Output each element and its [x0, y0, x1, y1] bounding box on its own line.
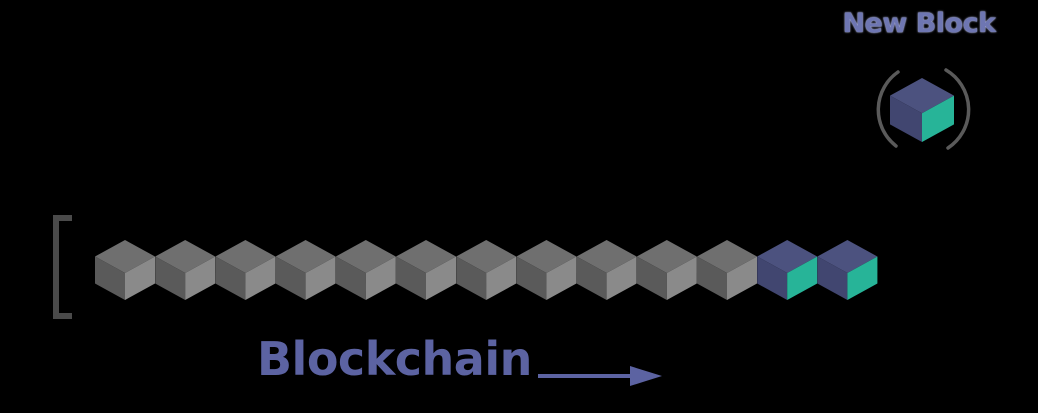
new-block-label: New Block [828, 8, 1010, 39]
chain-block-new [817, 240, 877, 300]
chain-block [516, 240, 576, 300]
chain-block-new [757, 240, 817, 300]
chain-block [697, 240, 757, 300]
chain-block [396, 240, 456, 300]
block-chain [95, 240, 877, 300]
chain-block [577, 240, 637, 300]
chain-block [637, 240, 697, 300]
new-block [890, 78, 954, 142]
bracket-icon [56, 218, 72, 316]
new-block-cube [890, 78, 954, 142]
chain-block [215, 240, 275, 300]
right-arrow-icon [538, 366, 662, 386]
chain-block [456, 240, 516, 300]
blockchain-label: Blockchain [257, 336, 532, 382]
chain-block [155, 240, 215, 300]
chain-block [276, 240, 336, 300]
chain-block [95, 240, 155, 300]
chain-block [336, 240, 396, 300]
